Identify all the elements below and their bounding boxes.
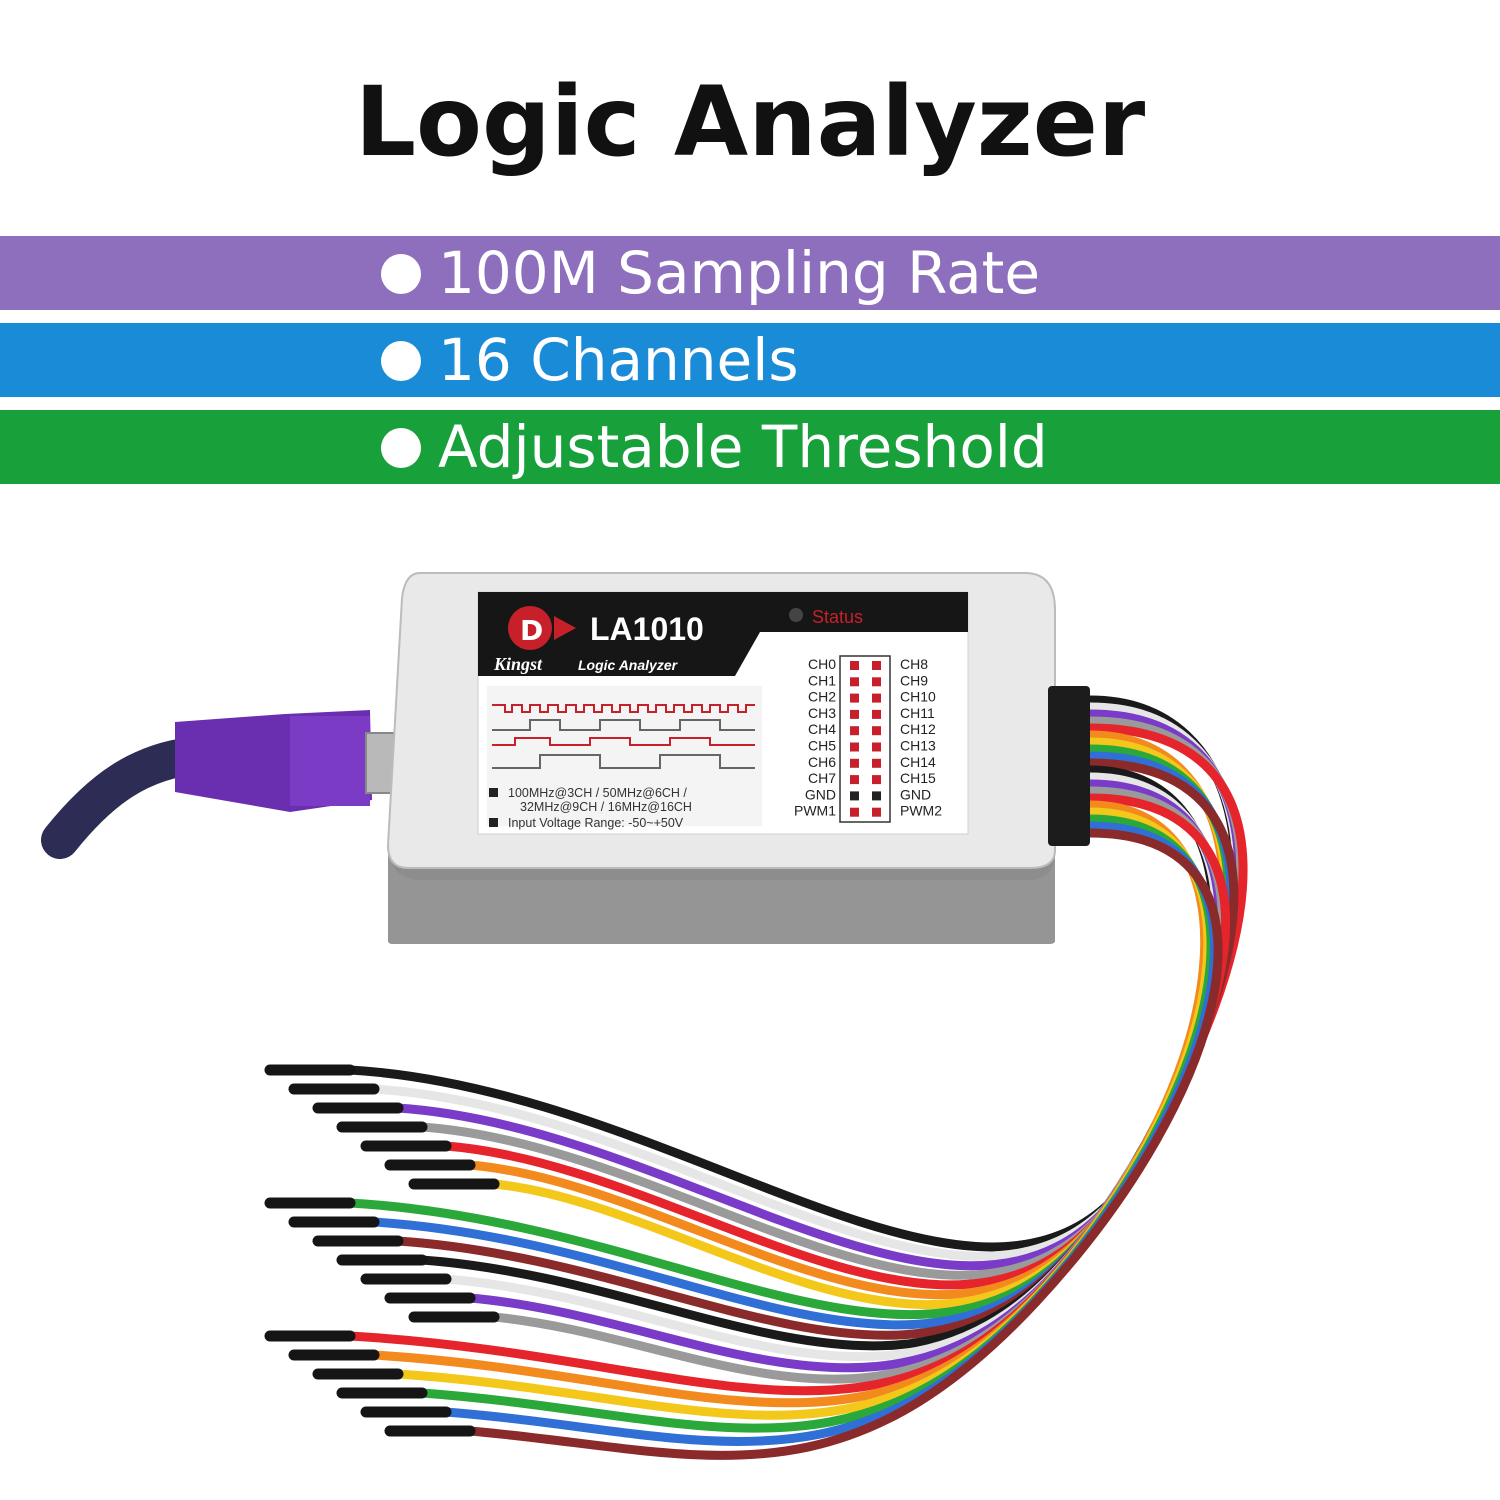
page-title: Logic Analyzer xyxy=(354,66,1146,178)
pin-dot xyxy=(872,775,881,785)
pin-label-left: CH5 xyxy=(808,738,836,754)
waveform-1 xyxy=(492,704,755,713)
probe-wires xyxy=(264,695,1248,1460)
pin-label-right: CH13 xyxy=(900,738,936,754)
pin-label-left: CH7 xyxy=(808,770,836,786)
pin-dot xyxy=(850,677,859,687)
pin-label-right: GND xyxy=(900,786,931,802)
pin-label-left: CH2 xyxy=(808,689,836,705)
pin-dot xyxy=(850,709,859,719)
pin-dot xyxy=(850,693,859,703)
pin-dot xyxy=(872,693,881,703)
bullet-icon xyxy=(381,428,421,468)
pin-label-left: CH0 xyxy=(808,656,836,672)
spec-line-1: 100MHz@3CH / 50MHz@6CH / xyxy=(508,786,687,800)
spec-line-3: Input Voltage Range: -50~+50V xyxy=(508,816,684,830)
pin-label-left: PWM1 xyxy=(794,803,836,819)
waveform-3 xyxy=(492,737,755,746)
logic-analyzer-device: D xyxy=(386,572,1090,944)
feature-band-channels: 16 Channels xyxy=(0,323,1500,397)
pin-label-right: CH8 xyxy=(900,656,928,672)
usb-plug xyxy=(175,710,395,812)
pin-label-right: PWM2 xyxy=(900,803,942,819)
svg-text:D: D xyxy=(520,614,543,647)
pin-dot xyxy=(872,742,881,752)
pin-dot xyxy=(850,726,859,736)
bullet-icon xyxy=(381,341,421,381)
pin-label-left: CH4 xyxy=(808,721,836,737)
pin-label-right: CH12 xyxy=(900,721,936,737)
pin-label-right: CH10 xyxy=(900,689,936,705)
feature-band-threshold: Adjustable Threshold xyxy=(0,410,1500,484)
pin-dot xyxy=(872,758,881,768)
pin-label-left: GND xyxy=(805,786,836,802)
pin-label-left: CH3 xyxy=(808,705,836,721)
pin-label-right: CH9 xyxy=(900,672,928,688)
waveform-2 xyxy=(492,719,755,731)
pin-header-dots xyxy=(850,661,881,817)
pin-dot xyxy=(850,791,859,801)
device-status-label: Status xyxy=(812,607,863,627)
pin-label-right: CH15 xyxy=(900,770,936,786)
pin-dot xyxy=(850,775,859,785)
device-brand: Kingst xyxy=(493,654,543,674)
waveform-4 xyxy=(492,754,755,769)
pin-dot xyxy=(850,742,859,752)
brand-logo-icon xyxy=(508,606,552,650)
spec-line-2: 32MHz@9CH / 16MHz@16CH xyxy=(520,800,692,814)
pin-dot xyxy=(850,758,859,768)
status-led-icon xyxy=(789,608,803,622)
feature-text: Adjustable Threshold xyxy=(438,413,1048,481)
feature-text: 16 Channels xyxy=(438,326,799,394)
feature-band-sampling-rate: 100M Sampling Rate xyxy=(0,236,1500,310)
pin-label-left: CH1 xyxy=(808,672,836,688)
bullet-icon xyxy=(381,254,421,294)
device-brand-tail: Logic Analyzer xyxy=(578,657,679,673)
pin-dot xyxy=(872,807,881,817)
feature-text: 100M Sampling Rate xyxy=(438,239,1041,307)
pin-dot xyxy=(850,807,859,817)
pin-label-left: CH6 xyxy=(808,754,836,770)
probe-wire xyxy=(465,828,1223,1460)
pin-dot xyxy=(872,709,881,719)
pin-dot xyxy=(850,661,859,670)
pin-label-right: CH11 xyxy=(900,705,935,721)
pin-label-right: CH14 xyxy=(900,754,936,770)
device-model: LA1010 xyxy=(590,611,704,647)
pin-dot xyxy=(872,726,881,736)
pin-dot xyxy=(872,661,881,670)
pin-dot xyxy=(872,677,881,687)
pin-dot xyxy=(872,791,881,801)
product-photo: D LA1010 Status Kingst Logic Analyzer 10… xyxy=(41,572,1248,1460)
